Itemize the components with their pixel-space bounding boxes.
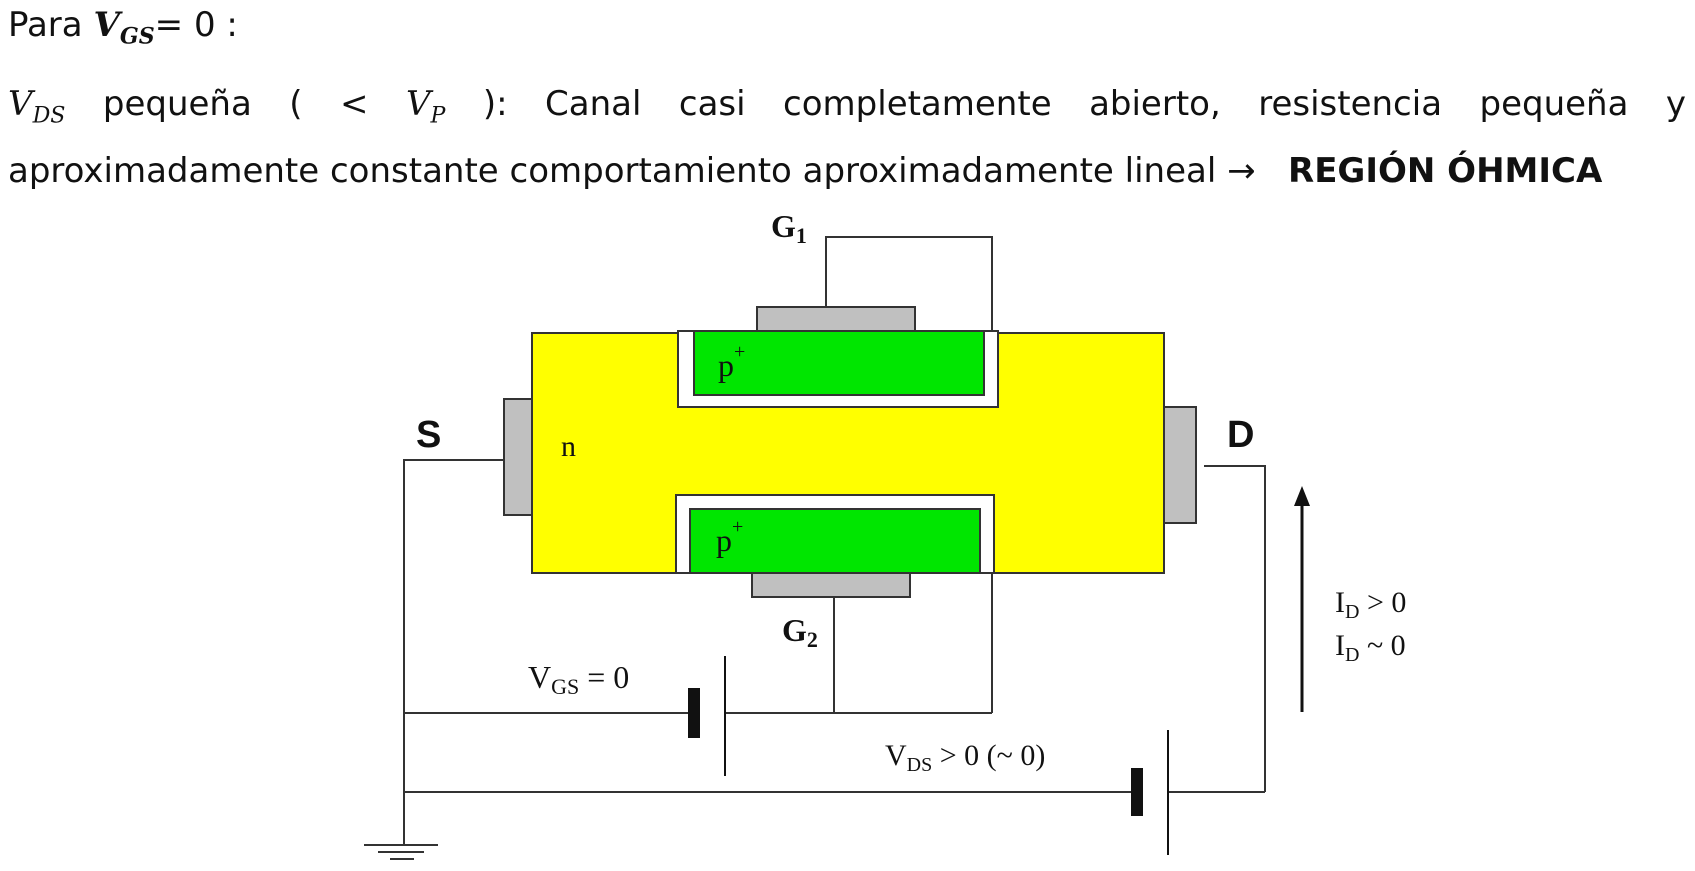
ground-icon [364,844,438,860]
paragraph-text-before: pequeña ( [65,83,340,124]
text-block: Para VGS= 0 : VDS pequeña ( < VP ): Cana… [8,0,1686,199]
vgs-battery-negative [688,688,700,738]
heading-prefix: Para [8,5,94,45]
p-bottom-label: p+ [716,516,743,558]
vds-battery-negative [1131,768,1143,816]
heading-line: Para VGS= 0 : [8,0,1686,62]
drain-label: D [1227,414,1254,456]
id-label-2: ID ~ 0 [1335,629,1406,666]
gate1-label: G1 [771,208,807,248]
circuit-wires [403,236,1266,845]
p-top-label: p+ [718,341,745,383]
paragraph-cond-sub: P [430,102,446,129]
heading-symbol: V [93,5,120,45]
source-contact [503,398,533,516]
paragraph-symbol: V [8,83,33,124]
top-p-region [693,330,985,396]
n-region-label: n [561,430,576,463]
vds-label: VDS > 0 (~ 0) [885,739,1045,776]
paragraph-text-main: ): Canal casi completamente abierto, res… [8,83,1686,192]
description-paragraph: VDS pequeña ( < VP ): Canal casi complet… [8,76,1686,200]
arrow-right-icon: → [1227,151,1256,192]
region-emphasis: REGIÓN ÓHMICA [1288,151,1603,192]
heading-symbol-sub: GS [119,23,155,50]
gate2-label: G2 [782,612,818,652]
paragraph-symbol-sub: DS [32,102,66,129]
drain-contact [1163,406,1197,524]
heading-suffix: = 0 : [154,5,238,45]
current-arrow-icon [1294,486,1310,506]
paragraph-cond-symbol: < V [340,83,431,124]
bottom-p-region [689,508,981,574]
vgs-label: VGS = 0 [528,659,629,699]
id-label-1: ID > 0 [1335,586,1406,623]
gate2-contact [751,572,911,598]
source-label: S [416,414,441,456]
gate1-contact [756,306,916,332]
